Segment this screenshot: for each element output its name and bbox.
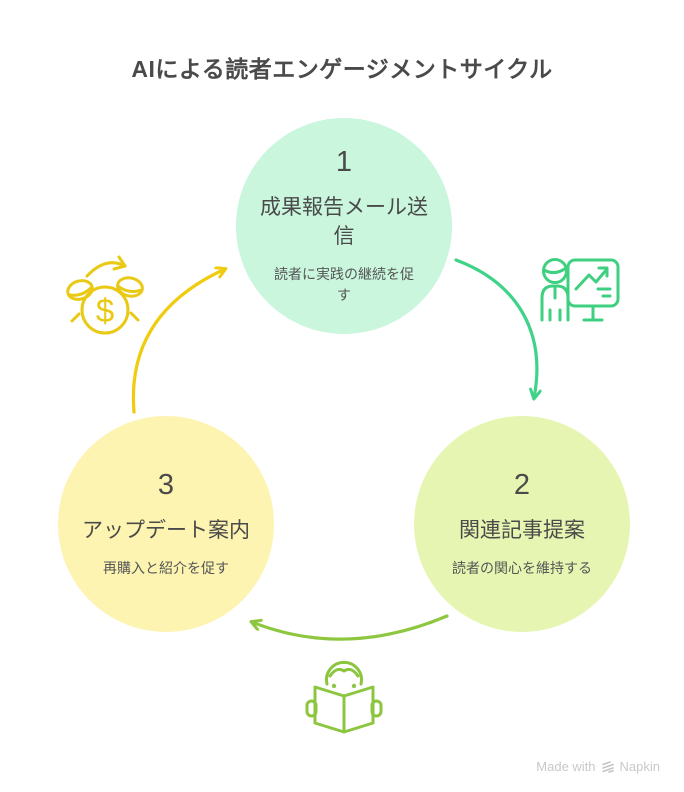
step-subtitle: 再購入と紹介を促す — [103, 560, 229, 577]
watermark: Made with Napkin — [536, 759, 660, 774]
step-title: アップデート案内 — [82, 518, 250, 542]
arrow-step1-to-step2 — [454, 258, 537, 398]
step-number: 2 — [513, 468, 531, 501]
arrow-step2-to-step3 — [252, 614, 449, 641]
step-subtitle: 読者の関心を維持する — [452, 560, 592, 577]
step-circle-3: 3 アップデート案内 再購入と紹介を促す — [58, 416, 274, 632]
step-circle-2: 2 関連記事提案 読者の関心を維持する — [414, 416, 630, 632]
watermark-prefix: Made with — [536, 759, 596, 774]
step-subtitle: 読者に実践の継続を促す — [274, 266, 414, 304]
napkin-logo-icon — [601, 760, 614, 773]
step-title: 関連記事提案 — [459, 518, 585, 542]
page-title: AIによる読者エンゲージメントサイクル — [131, 56, 553, 82]
step-title: 成果報告メール送信 — [260, 195, 428, 248]
money-cycle-icon: $ — [66, 255, 144, 335]
svg-text:$: $ — [96, 292, 114, 329]
watermark-brand: Napkin — [619, 759, 660, 774]
presenter-chart-icon — [540, 258, 620, 322]
step-number: 3 — [157, 468, 175, 501]
step-circle-1: 1 成果報告メール送信 読者に実践の継続を促す — [236, 118, 452, 334]
reading-person-icon — [305, 660, 383, 734]
arrow-step3-to-step1 — [131, 269, 225, 414]
step-number: 1 — [335, 145, 353, 178]
